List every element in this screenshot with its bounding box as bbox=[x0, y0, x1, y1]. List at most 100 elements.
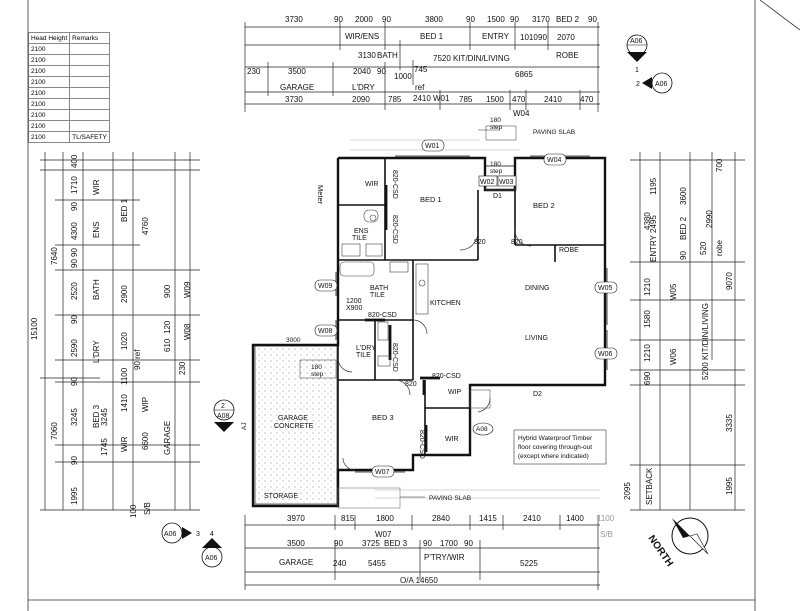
note-line: floor covering through-out bbox=[518, 444, 592, 451]
fixtures bbox=[339, 209, 429, 367]
step-height: 180 bbox=[311, 364, 322, 371]
window-tag-w06: W06 bbox=[594, 347, 618, 360]
section-number: 2 bbox=[636, 81, 640, 88]
dim-right: 2095 bbox=[623, 482, 632, 500]
dim-top: 90 bbox=[588, 15, 597, 24]
dim-right: 1195 bbox=[649, 177, 658, 195]
dim-left: 1710 bbox=[70, 176, 79, 194]
dim-right: 700 bbox=[715, 158, 724, 172]
dim-label: S/B bbox=[143, 502, 152, 515]
section-ref: A08 bbox=[217, 413, 230, 420]
aj-label: AJ bbox=[241, 422, 248, 430]
dim-left: 90 bbox=[70, 202, 79, 211]
door-dim: 820 bbox=[405, 381, 417, 388]
schedule-row: 2100 bbox=[27, 109, 110, 121]
dim-bottom: 240 bbox=[333, 559, 347, 568]
dim-label: W06 bbox=[669, 348, 678, 365]
dim-label: 90 ref bbox=[133, 349, 142, 370]
dim-left: 1745 bbox=[100, 438, 109, 456]
window-tag-label: W03 bbox=[499, 179, 514, 186]
room-label-dining: DINING bbox=[525, 285, 550, 292]
dim-label: BED 3 bbox=[92, 404, 101, 428]
window-tag-w08: W08 bbox=[314, 324, 338, 337]
dim-right: 1210 bbox=[643, 344, 652, 362]
section-marker-left: 2 A08 bbox=[213, 399, 235, 432]
dim-left: 90 bbox=[70, 456, 79, 465]
dim-top: 470 bbox=[512, 95, 526, 104]
dim-label: W09 bbox=[183, 281, 192, 298]
step-word: step bbox=[490, 168, 503, 175]
dim-label: L'DRY bbox=[92, 340, 101, 363]
dim-bottom: 2840 bbox=[432, 514, 450, 523]
room-label-bed1: BED 1 bbox=[420, 195, 442, 204]
dim-bottom: 1415 bbox=[479, 514, 497, 523]
nib-dim: 1200 bbox=[346, 298, 362, 305]
overall-dimension: O/A 14650 bbox=[400, 576, 438, 585]
schedule-row: 2100 bbox=[27, 87, 110, 99]
right-dimension-lines bbox=[630, 152, 745, 511]
dim-bottom: 3500 bbox=[287, 539, 305, 548]
section-ref: A06 bbox=[205, 555, 218, 562]
dim-top: 3500 bbox=[288, 67, 306, 76]
room-label-bed2: BED 2 bbox=[533, 201, 555, 210]
dim-left: 15100 bbox=[30, 317, 39, 340]
dim-bottom: 2410 bbox=[523, 514, 541, 523]
dim-right: 520 bbox=[699, 241, 708, 255]
dim-label: 5200 KIT/DIN/LIVING bbox=[701, 303, 710, 380]
dim-right: 9070 bbox=[725, 272, 734, 290]
window-tag-label: W08 bbox=[318, 328, 333, 335]
step-height: 180 bbox=[490, 117, 501, 124]
window-tag-label: W05 bbox=[598, 285, 613, 292]
dim-bottom: 5225 bbox=[520, 559, 538, 568]
dim-label: BED 2 bbox=[556, 15, 580, 24]
bottom-dimension-texts: 3970 815 1800 2840 1415 2410 1400 1100 W… bbox=[279, 514, 615, 585]
step-word: step bbox=[490, 124, 503, 131]
door-tag-d2: D2 bbox=[533, 391, 542, 398]
section-marker-top: A06 1 bbox=[626, 34, 648, 74]
internal-walls bbox=[337, 158, 605, 506]
dim-top: 785 bbox=[459, 95, 473, 104]
dim-left: 230 bbox=[178, 361, 187, 375]
window-tag-label: W04 bbox=[547, 157, 562, 164]
room-label-robe: ROBE bbox=[559, 247, 579, 254]
dim-bottom: 1700 bbox=[440, 539, 458, 548]
dim-top: 90 bbox=[377, 67, 386, 76]
dim-right: 4380 bbox=[643, 212, 652, 230]
top-dimensions: 3730 90 2000 90 3800 90 1500 90 3170 90 … bbox=[244, 15, 600, 118]
dim-bottom: 1400 bbox=[566, 514, 584, 523]
dim-right: 2990 bbox=[705, 210, 714, 228]
dim-left: 90 bbox=[70, 259, 79, 268]
dim-left: 900 bbox=[163, 284, 172, 298]
step-height: 180 bbox=[490, 161, 501, 168]
dim-top: 90 bbox=[382, 15, 391, 24]
paving-slab-label: PAVING SLAB bbox=[429, 495, 471, 502]
door-csd: 820-CSD bbox=[418, 430, 425, 459]
room-label-bed3: BED 3 bbox=[372, 413, 394, 422]
dim-label: GARAGE bbox=[279, 558, 313, 567]
dim-top: 90 bbox=[538, 33, 547, 42]
dim-left: 100 bbox=[129, 504, 138, 518]
dim-label: W05 bbox=[669, 283, 678, 300]
dim-3000: 3000 bbox=[286, 337, 301, 344]
room-label-garage-sub: CONCRETE bbox=[274, 423, 314, 430]
dim-top: 2040 bbox=[353, 67, 371, 76]
dim-left: 3245 bbox=[100, 408, 109, 426]
door-csd: 820-CSD bbox=[368, 312, 397, 319]
dim-bottom: 90 bbox=[423, 539, 432, 548]
schedule-row: 2100 bbox=[27, 120, 110, 132]
sheet-frame bbox=[27, 0, 800, 611]
dim-bottom: 1100 bbox=[597, 514, 615, 523]
dim-label: ENTRY bbox=[482, 32, 510, 41]
dim-left: 7640 bbox=[50, 247, 59, 265]
dim-top: 1500 bbox=[486, 95, 504, 104]
room-label-bath: BATH bbox=[370, 285, 388, 292]
door-tag-d1: D1 bbox=[493, 193, 502, 200]
door-csd: 820-CSD bbox=[391, 215, 398, 244]
room-label-storage: STORAGE bbox=[264, 493, 298, 500]
window-tag-w05: W05 bbox=[594, 281, 618, 294]
room-label-wir3: WIR bbox=[445, 436, 459, 443]
setback-label: SETBACK bbox=[645, 467, 654, 505]
schedule-row: 2100 bbox=[27, 43, 110, 55]
dim-top: 1010 bbox=[520, 33, 538, 42]
